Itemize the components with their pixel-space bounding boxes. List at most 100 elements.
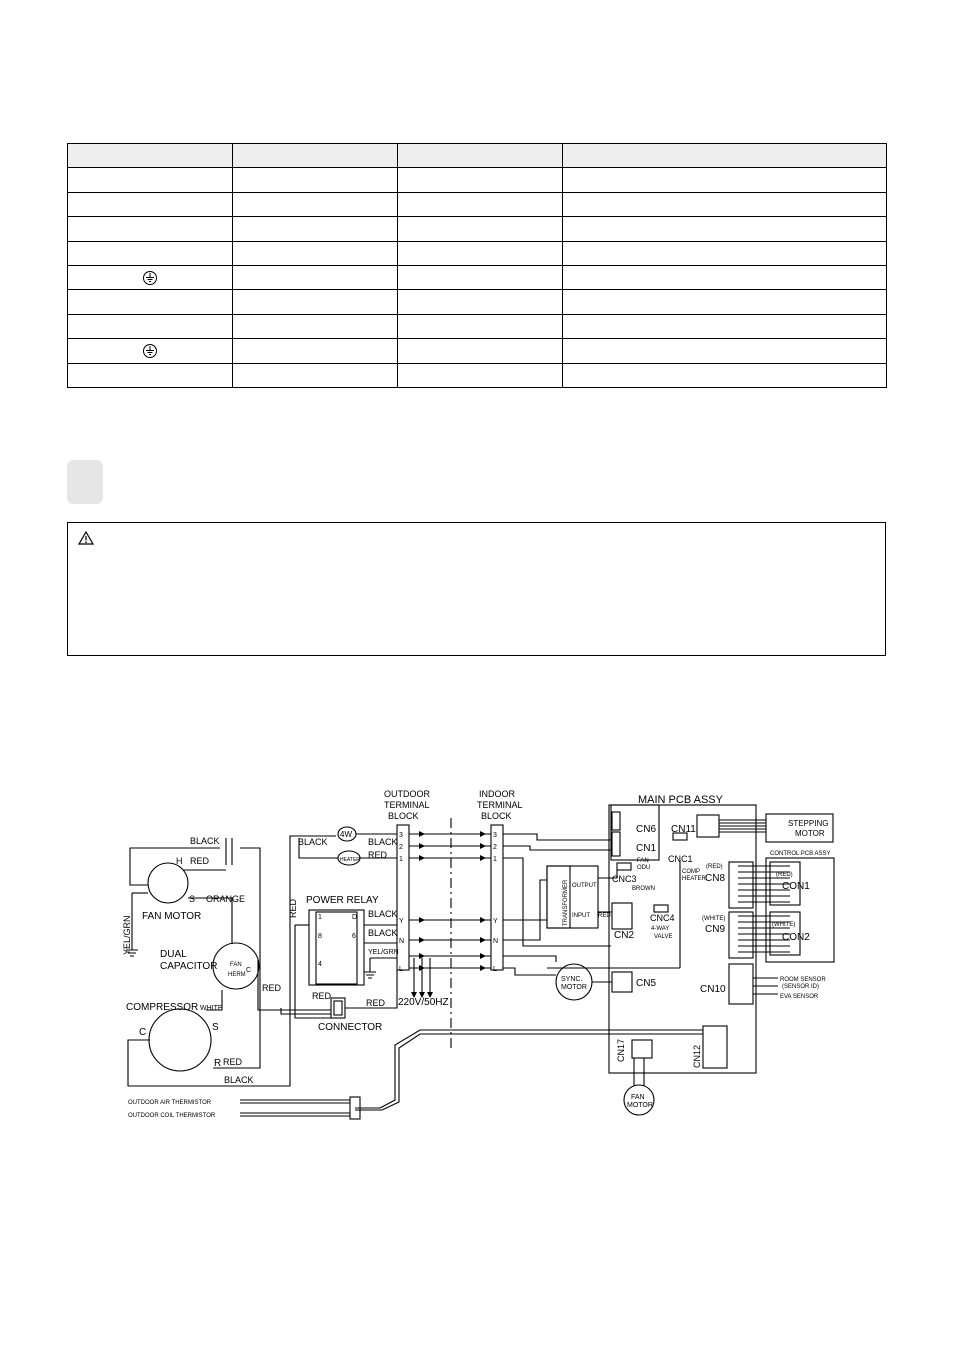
table-cell (562, 264, 887, 291)
table-cell (232, 313, 398, 340)
indoor-terminal-label-2: TERMINAL (477, 800, 523, 810)
outdoor-terminal-label-3: BLOCK (388, 811, 419, 821)
table-cell (232, 362, 398, 388)
outdoor-terminal-l: L (399, 966, 403, 973)
cn2-label: CN2 (614, 930, 634, 941)
table-header-cell (67, 142, 233, 169)
caution-icon (78, 531, 94, 545)
indoor-terminal-l: L (493, 966, 497, 973)
cn1-label: CN1 (636, 843, 656, 854)
table-row (67, 167, 887, 193)
capacitor-fan: FAN (230, 962, 242, 968)
wire-white: WHITE (200, 1005, 223, 1012)
wire-yel-grn-1: YEL/GRN (368, 949, 399, 956)
compressor-label: COMPRESSOR (126, 1002, 198, 1013)
ground-icon (143, 270, 157, 285)
wire-red-2: RED (262, 983, 282, 993)
fan-motor-pin-h: H (176, 856, 183, 866)
table-row (67, 362, 887, 388)
relay-pin-d: D (352, 914, 357, 921)
indoor-terminal-2: 2 (493, 844, 497, 851)
ground-icon (143, 343, 157, 358)
cn10-label: CN10 (700, 984, 726, 995)
room-sensor-label-1: ROOM SENSOR (780, 977, 826, 983)
compressor-pin-s: S (212, 1022, 219, 1033)
indoor-terminal-label-3: BLOCK (481, 811, 512, 821)
fan-motor-label: FAN MOTOR (142, 911, 201, 922)
four-way-valve-label-2: VALVE (654, 934, 672, 940)
table-cell (232, 289, 398, 315)
control-pcb-label: CONTROL PCB ASSY (770, 851, 830, 857)
sync-motor-label-1: SYNC. (561, 976, 582, 983)
relay-pin-1: 1 (318, 914, 322, 921)
relay-pin-6: 6 (352, 933, 356, 940)
table-cell (67, 240, 233, 266)
fan-odu-label-2: ODU (637, 865, 650, 871)
section-number-badge (67, 460, 103, 504)
table-cell (397, 338, 563, 364)
wire-black-5: BLACK (368, 909, 398, 919)
cn11-label: CN11 (671, 824, 696, 835)
table-cell (232, 338, 398, 364)
main-pcb-label: MAIN PCB ASSY (638, 794, 724, 806)
table-cell (562, 289, 887, 315)
dual-capacitor-label-1: DUAL (160, 949, 187, 960)
table-row (67, 264, 887, 291)
wire-red-1: RED (190, 856, 210, 866)
cn8-red-label: (RED) (706, 864, 723, 870)
table-cell (232, 216, 398, 242)
table-cell (562, 338, 887, 364)
outdoor-terminal-1: 1 (399, 856, 403, 863)
table-cell (397, 362, 563, 388)
cn17-label: CN17 (616, 1039, 626, 1062)
table-cell (397, 216, 563, 242)
table-cell (232, 191, 398, 218)
relay-pin-8: 8 (318, 933, 322, 940)
wire-red-vertical: RED (288, 898, 298, 918)
dual-capacitor-label-2: CAPACITOR (160, 961, 217, 972)
wire-yel-grn-vertical: YEL/GRN (122, 915, 132, 955)
table-row (67, 289, 887, 315)
eva-sensor-label: EVA SENSOR (780, 994, 819, 1000)
table-row (67, 191, 887, 218)
outdoor-air-thermistor-label: OUTDOOR AIR THERMISTOR (128, 1100, 212, 1106)
input-label: INPUT (572, 913, 590, 919)
table-cell (67, 313, 233, 340)
outdoor-terminal-label-2: TERMINAL (384, 800, 430, 810)
cnc1-label: CNC1 (668, 854, 693, 864)
room-sensor-label-2: (SENSOR ID) (782, 984, 819, 990)
stepping-motor-label-2: MOTOR (795, 829, 825, 838)
table-cell (67, 362, 233, 388)
table-cell (562, 240, 887, 266)
power-label: 220V/50HZ (398, 997, 449, 1008)
wire-red-5: RED (312, 991, 332, 1001)
table-cell (67, 338, 233, 364)
cn8-label: CN8 (705, 873, 725, 884)
con1-label: CON1 (782, 881, 810, 892)
table-row (67, 216, 887, 242)
wire-black-3: BLACK (298, 837, 328, 847)
outdoor-terminal-n: N (399, 938, 404, 945)
wire-black-4: BLACK (368, 837, 398, 847)
table-cell (67, 216, 233, 242)
table-cell (397, 240, 563, 266)
table-cell (562, 362, 887, 388)
wire-black-2: BLACK (224, 1075, 254, 1085)
comp-heater-label-2: HEATER (682, 876, 707, 882)
indoor-fan-motor-label-1: FAN (631, 1094, 645, 1101)
wire-red-3: RED (223, 1057, 243, 1067)
table-cell (397, 191, 563, 218)
brown-label: BROWN (632, 886, 655, 892)
comp-heater-label-1: COMP (682, 869, 700, 875)
compressor-pin-c: C (139, 1027, 146, 1038)
wiring-diagram: OUTDOOR TERMINAL BLOCK INDOOR TERMINAL B… (122, 789, 835, 1120)
cn6-label: CN6 (636, 824, 656, 835)
four-w-label: 4W (340, 830, 352, 839)
compressor-pin-r: R (214, 1058, 221, 1069)
specification-table (67, 142, 887, 388)
caution-box (67, 522, 886, 656)
wire-black-6: BLACK (368, 928, 398, 938)
table-row (67, 240, 887, 266)
cn9-white-label: (WHITE) (702, 916, 725, 922)
con1-red-label: (RED) (776, 872, 793, 878)
